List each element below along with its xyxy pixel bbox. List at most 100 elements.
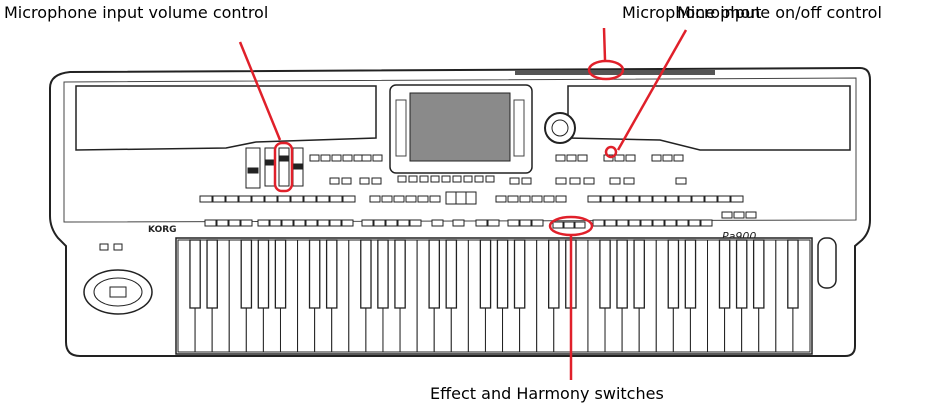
black-key[interactable] [685,240,695,308]
panel-button[interactable] [372,178,381,184]
panel-button[interactable] [663,155,672,161]
panel-button[interactable] [575,222,585,228]
panel-button[interactable] [640,196,652,202]
panel-button[interactable] [278,196,290,202]
panel-button[interactable] [624,178,634,184]
panel-button[interactable] [343,196,355,202]
panel-button[interactable] [432,220,443,226]
panel-button[interactable] [360,178,369,184]
panel-button[interactable] [665,220,676,226]
black-key[interactable] [361,240,371,308]
panel-button[interactable] [615,155,624,161]
panel-button[interactable] [653,196,665,202]
panel-button[interactable] [442,176,450,182]
black-key[interactable] [668,240,678,308]
panel-button[interactable] [567,155,576,161]
black-key[interactable] [497,240,507,308]
panel-button[interactable] [689,220,700,226]
black-key[interactable] [429,240,439,308]
panel-button[interactable] [496,196,506,202]
black-key[interactable] [258,240,268,308]
panel-button[interactable] [394,196,404,202]
panel-button[interactable] [317,196,329,202]
panel-button[interactable] [410,220,421,226]
panel-button[interactable] [588,196,600,202]
panel-button[interactable] [374,220,385,226]
panel-button[interactable] [398,176,406,182]
panel-button[interactable] [718,196,730,202]
panel-button[interactable] [605,220,616,226]
panel-button[interactable] [532,196,542,202]
panel-button[interactable] [304,196,316,202]
panel-button[interactable] [270,220,281,226]
black-key[interactable] [788,240,798,308]
panel-button[interactable] [406,196,416,202]
panel-button[interactable] [556,178,566,184]
panel-button[interactable] [456,192,466,204]
panel-button[interactable] [330,196,342,202]
panel-button[interactable] [321,155,330,161]
panel-button[interactable] [652,155,661,161]
panel-button[interactable] [241,220,252,226]
panel-button[interactable] [610,178,620,184]
panel-button[interactable] [578,155,587,161]
panel-button[interactable] [382,196,392,202]
panel-button[interactable] [584,178,594,184]
black-key[interactable] [275,240,285,308]
panel-button[interactable] [520,220,531,226]
black-key[interactable] [446,240,456,308]
panel-button[interactable] [614,196,626,202]
panel-button[interactable] [522,178,531,184]
panel-button[interactable] [342,178,351,184]
panel-button[interactable] [362,155,371,161]
panel-button[interactable] [466,192,476,204]
black-key[interactable] [395,240,405,308]
panel-button[interactable] [431,176,439,182]
panel-button[interactable] [362,220,373,226]
panel-button[interactable] [386,220,397,226]
data-dial[interactable] [545,113,575,143]
panel-button[interactable] [430,196,440,202]
panel-button[interactable] [601,196,613,202]
panel-button[interactable] [593,220,604,226]
black-key[interactable] [549,240,559,308]
panel-button[interactable] [217,220,228,226]
panel-button[interactable] [510,178,519,184]
panel-button[interactable] [731,196,743,202]
black-key[interactable] [617,240,627,308]
black-key[interactable] [190,240,200,308]
panel-button[interactable] [252,196,264,202]
black-key[interactable] [754,240,764,308]
panel-button[interactable] [734,212,744,218]
panel-button[interactable] [544,196,554,202]
panel-button[interactable] [330,178,339,184]
panel-button[interactable] [213,196,225,202]
panel-button[interactable] [205,220,216,226]
panel-button[interactable] [722,212,732,218]
panel-button[interactable] [258,220,269,226]
panel-button[interactable] [746,212,756,218]
panel-button[interactable] [332,155,341,161]
panel-button[interactable] [330,220,341,226]
panel-button[interactable] [564,222,574,228]
panel-button[interactable] [343,155,352,161]
panel-button[interactable] [370,196,380,202]
panel-button[interactable] [674,155,683,161]
panel-button[interactable] [200,196,212,202]
black-key[interactable] [207,240,217,308]
panel-button[interactable] [666,196,678,202]
panel-button[interactable] [629,220,640,226]
black-key[interactable] [480,240,490,308]
black-key[interactable] [327,240,337,308]
black-key[interactable] [378,240,388,308]
black-key[interactable] [514,240,524,308]
panel-button[interactable] [556,155,565,161]
panel-button[interactable] [409,176,417,182]
panel-button[interactable] [420,176,428,182]
panel-button[interactable] [677,220,688,226]
panel-button[interactable] [653,220,664,226]
panel-button[interactable] [453,176,461,182]
panel-button[interactable] [282,220,293,226]
panel-button[interactable] [306,220,317,226]
panel-button[interactable] [476,220,487,226]
